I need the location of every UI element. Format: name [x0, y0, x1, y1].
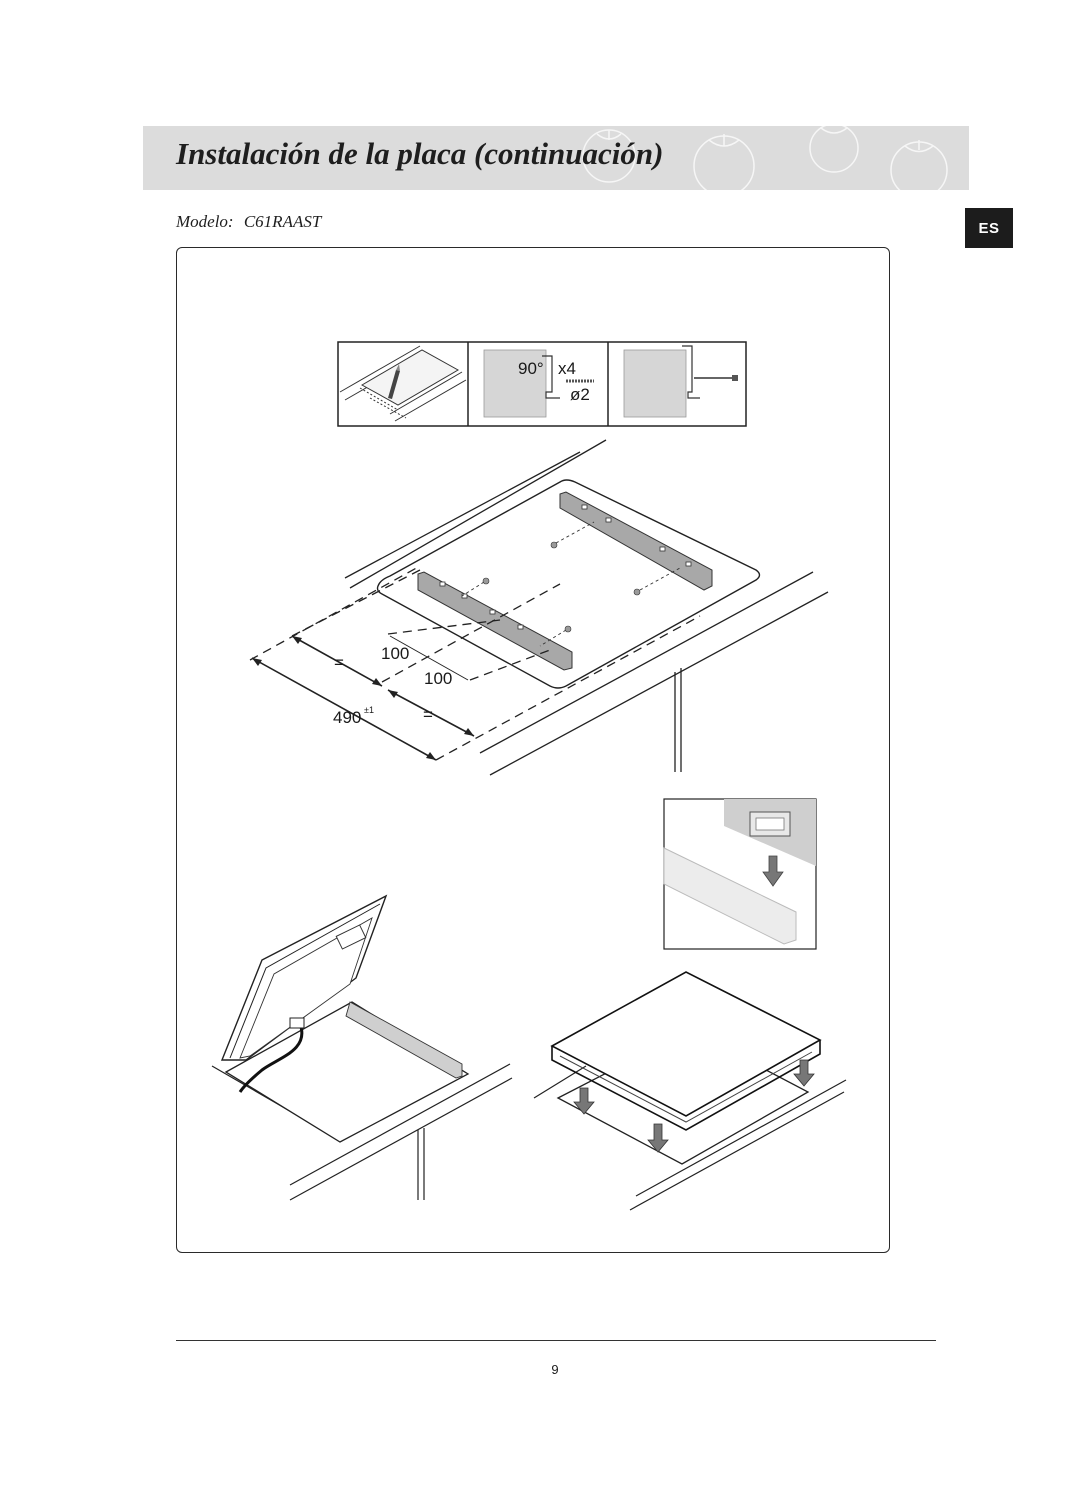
down-arrow-icon	[762, 855, 784, 887]
worktop-cutout-drawing: = 100 100 490 ±1 =	[249, 439, 829, 776]
dim-equal-2: =	[423, 705, 433, 724]
model-line: Modelo: C61RAAST	[176, 212, 321, 232]
diameter-label: ø2	[570, 385, 590, 404]
tomato-watermark-icon	[582, 126, 948, 190]
detail-strip: 90° x4 ø2	[337, 341, 747, 427]
language-tab: ES	[965, 208, 1013, 248]
angle-label: 90°	[518, 359, 544, 378]
count-label: x4	[558, 359, 576, 378]
down-arrow-icon	[573, 1059, 815, 1153]
dim-490: 490	[333, 708, 361, 727]
page-number: 9	[551, 1362, 559, 1377]
title-bar: Instalación de la placa (continuación)	[143, 126, 969, 190]
screw-icon	[694, 375, 738, 381]
screws-icon	[482, 541, 641, 633]
hook-inset-detail	[663, 798, 817, 950]
hob-placement-drawing	[533, 971, 847, 1211]
cable-connection-drawing	[211, 894, 513, 1201]
pencil-icon	[388, 364, 400, 399]
figure-frame	[176, 247, 890, 1253]
dim-tolerance: ±1	[364, 705, 374, 715]
model-label: Modelo:	[176, 212, 234, 231]
dim-100-a: 100	[381, 644, 409, 663]
dim-equal-1: =	[334, 653, 344, 672]
page-title: Instalación de la placa (continuación)	[176, 136, 664, 171]
footer-rule	[176, 1340, 936, 1341]
model-value: C61RAAST	[243, 212, 322, 231]
marking-cutout-detail	[339, 345, 467, 422]
dim-100-b: 100	[424, 669, 452, 688]
